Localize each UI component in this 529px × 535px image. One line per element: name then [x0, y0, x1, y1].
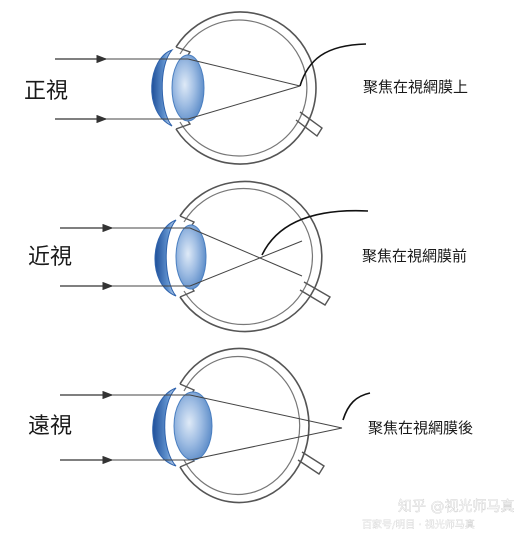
watermark-main: 知乎 @视光师马真: [398, 498, 514, 515]
sclera-outer: [179, 347, 310, 504]
focus-note: 聚焦在視網膜後: [368, 419, 473, 437]
ray-bottom-refracted: [189, 427, 343, 461]
crystalline-lens: [171, 54, 205, 122]
ray-bottom-refracted: [189, 240, 303, 287]
crystalline-lens: [175, 224, 207, 290]
ray-top-refracted: [187, 58, 301, 87]
sclera-inner: [179, 19, 308, 157]
watermark-sub: 百家号/明目 · 视光师马真: [362, 518, 475, 531]
sclera-inner: [183, 355, 301, 496]
pointer-curve: [342, 392, 371, 421]
optic-nerve: [295, 111, 323, 138]
condition-label: 遠視: [28, 414, 72, 439]
cornea: [152, 387, 177, 467]
sclera-outer: [175, 11, 317, 165]
optic-nerve: [297, 451, 325, 475]
cornea: [154, 219, 177, 297]
diagram-myopia: 近視 聚焦在視網膜前: [28, 180, 467, 333]
cornea: [151, 48, 174, 127]
watermark: 知乎 @视光师马真 百家号/明目 · 视光师马真: [362, 498, 515, 531]
crystalline-lens: [173, 391, 213, 461]
ray-top-refracted: [189, 227, 303, 277]
condition-label: 近視: [28, 245, 72, 270]
optic-nerve: [299, 281, 331, 306]
focus-note: 聚焦在視網膜前: [362, 247, 467, 265]
pointer-curve: [299, 43, 367, 87]
sclera-inner: [183, 187, 313, 326]
diagram-emmetropia: 正視 聚焦在視網膜上: [24, 11, 468, 165]
focus-note: 聚焦在視網膜上: [363, 78, 468, 96]
pointer-curve: [261, 209, 369, 256]
diagram-hyperopia: 遠視 聚焦在視網膜後: [28, 347, 473, 504]
condition-label: 正視: [24, 79, 68, 104]
ray-bottom-refracted: [187, 85, 301, 120]
ray-top-refracted: [189, 394, 343, 429]
sclera-outer: [179, 180, 323, 333]
